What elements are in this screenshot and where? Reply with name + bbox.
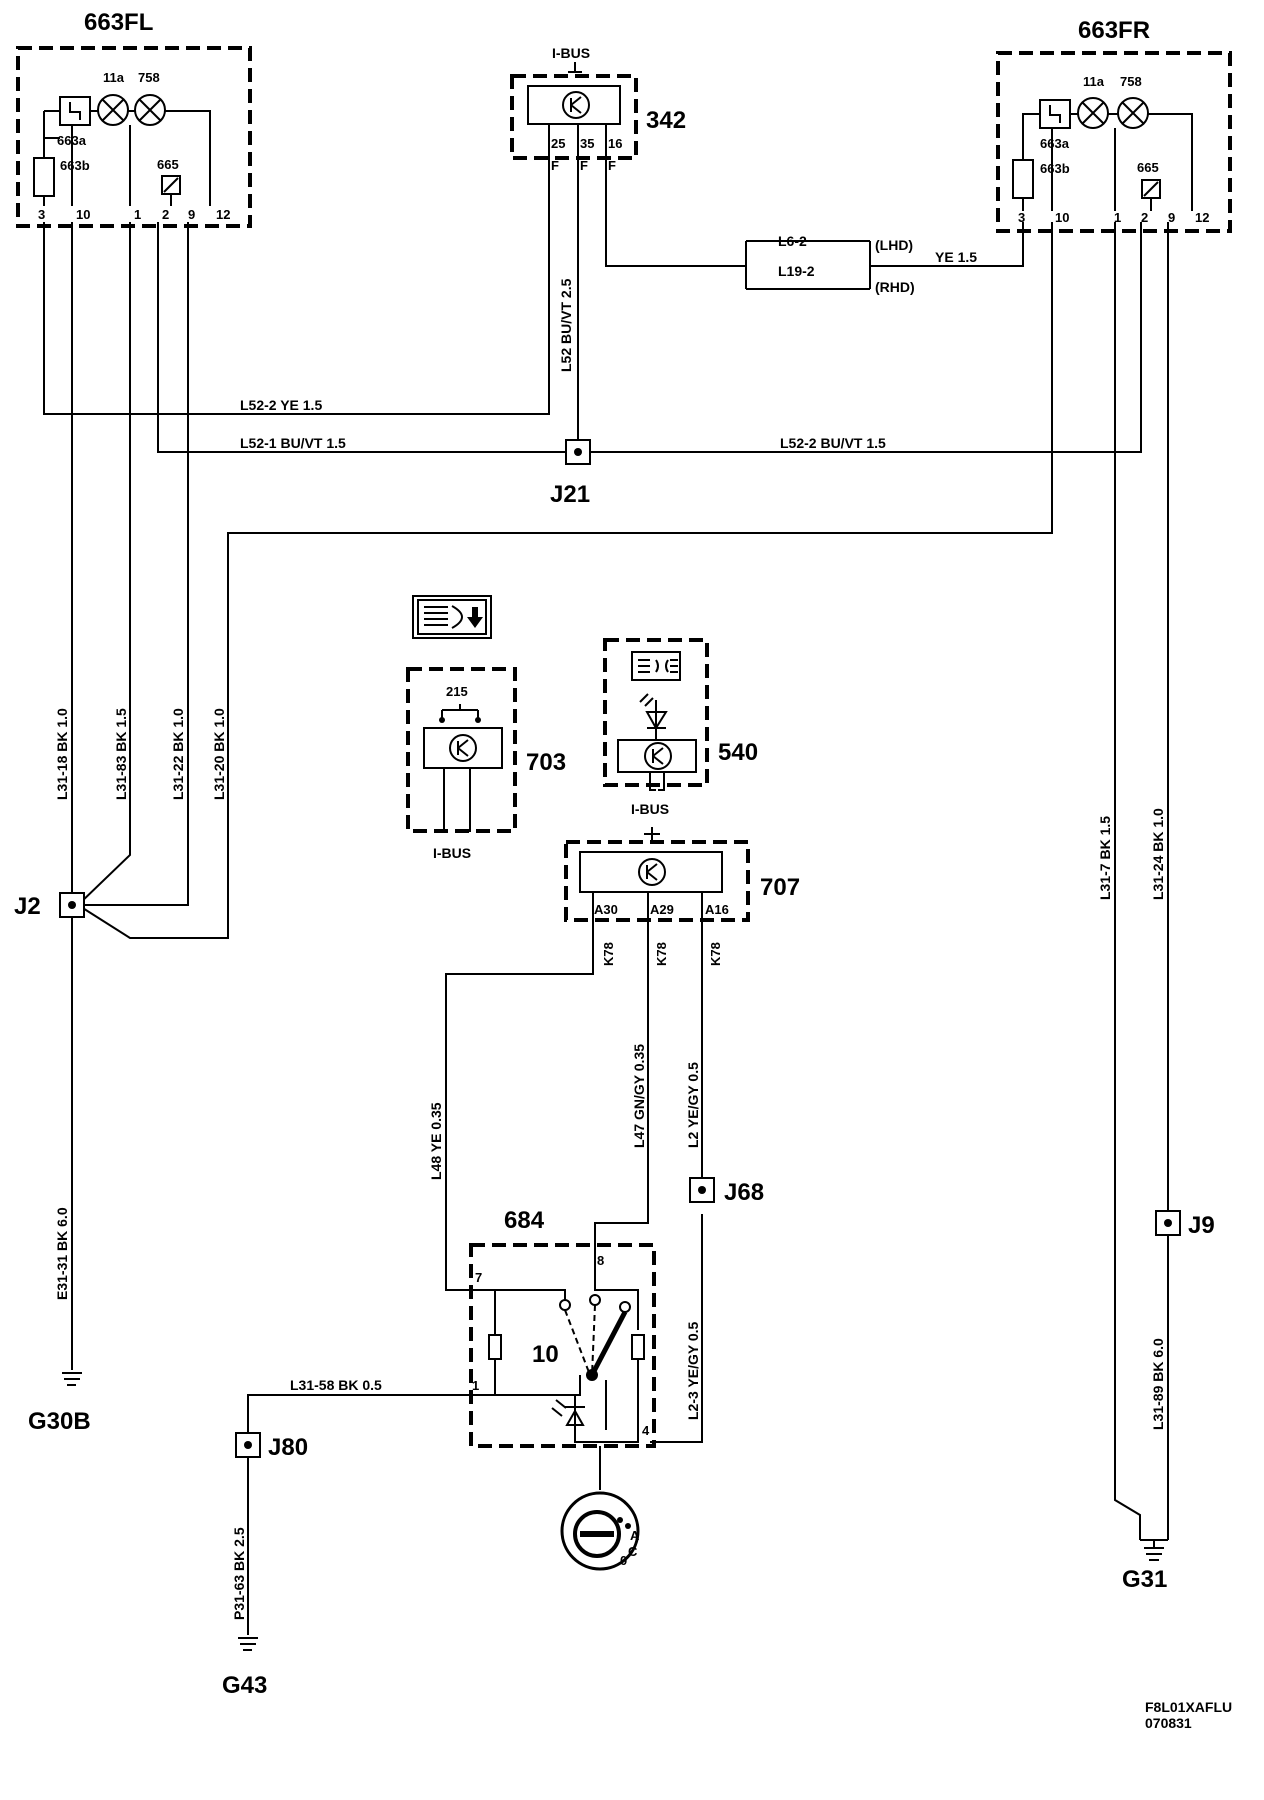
component-707: 707 A30 A29 A16 K78 K78 K78	[564, 827, 800, 968]
k78-a16: K78	[708, 942, 723, 966]
pin-fl-12: 12	[216, 207, 230, 222]
pin-fr-2: 2	[1141, 210, 1148, 225]
f-342-2: F	[580, 158, 588, 173]
upper-wiring: L52-2 YE 1.5 L52-1 BU/VT 1.5 L52-2 BU/VT…	[43, 172, 1169, 1540]
pin-fr-3: 3	[1018, 210, 1025, 225]
footer-date: 070831	[1145, 1715, 1192, 1731]
label-684-pos: 10	[532, 1341, 559, 1368]
pin-fl-1: 1	[134, 207, 141, 222]
wire-l47: L47 GN/GY 0.35	[631, 1044, 647, 1148]
component-684: 684 7 8 1 4 10 A C 0	[469, 1207, 656, 1571]
junction-j9: J9	[1188, 1212, 1215, 1239]
wire-l31-18: L31-18 BK 1.0	[54, 708, 70, 800]
pin-fl-3: 3	[38, 207, 45, 222]
label-342: 342	[646, 107, 686, 134]
f-342-1: F	[551, 158, 559, 173]
right-bundle: L31-7 BK 1.5 L31-24 BK 1.0 J9 L31-89 BK …	[1097, 808, 1215, 1593]
k78-a30: K78	[601, 942, 616, 966]
junction-j21: J21	[550, 481, 590, 508]
pin-684-1: 1	[472, 1378, 479, 1393]
pin-707-a16: A16	[705, 902, 729, 917]
pin-342-25: 25	[551, 136, 565, 151]
wire-e31-31: E31-31 BK 6.0	[54, 1207, 70, 1300]
lower-wiring: L48 YE 0.35 L47 GN/GY 0.35 L2 YE/GY 0.5 …	[428, 968, 764, 1443]
junction-j68: J68	[724, 1179, 764, 1206]
label-758-fl: 758	[138, 70, 160, 85]
ground-g31: G31	[1122, 1566, 1167, 1593]
label-215: 215	[446, 684, 468, 699]
label-665-fl: 665	[157, 157, 179, 172]
left-bundle: L31-18 BK 1.0 L31-83 BK 1.5 L31-22 BK 1.…	[14, 708, 227, 1435]
wire-l31-22: L31-22 BK 1.0	[170, 708, 186, 800]
f-342-3: F	[608, 158, 616, 173]
pin-684-7: 7	[475, 1270, 482, 1285]
wire-l52-2-bu: L52-2 BU/VT 1.5	[780, 435, 886, 451]
label-758-fr: 758	[1120, 74, 1142, 89]
wire-l52: L52 BU/VT 2.5	[558, 278, 574, 372]
k78-a29: K78	[654, 942, 669, 966]
label-11a-fr: 11a	[1083, 74, 1105, 89]
label-663a-fr: 663a	[1040, 136, 1070, 151]
pin-342-35: 35	[580, 136, 594, 151]
wire-l31-24: L31-24 BK 1.0	[1150, 808, 1166, 900]
pin-fl-10: 10	[76, 207, 90, 222]
label-663fr: 663FR	[1078, 17, 1150, 44]
pin-fr-12: 12	[1195, 210, 1209, 225]
label-684: 684	[504, 1207, 545, 1234]
label-663b-fr: 663b	[1040, 161, 1070, 176]
switch-mark-a: A	[630, 1528, 640, 1543]
label-665-fr: 665	[1137, 160, 1159, 175]
label-11a-fl: 11a	[103, 70, 125, 85]
component-342: I-BUS 342 25 35 16 F F F	[510, 45, 686, 173]
pin-707-a30: A30	[594, 902, 618, 917]
wire-l31-58: L31-58 BK 0.5	[290, 1377, 382, 1393]
wire-l2-3: L2-3 YE/GY 0.5	[685, 1321, 701, 1420]
component-540: 540 I-BUS	[603, 638, 758, 817]
headlamp-icon-box	[412, 595, 492, 639]
wire-l6-2: L6-2	[778, 233, 807, 249]
wire-lhd: (LHD)	[875, 237, 913, 253]
pin-fl-9: 9	[188, 207, 195, 222]
wire-l48: L48 YE 0.35	[428, 1102, 444, 1180]
pin-fr-10: 10	[1055, 210, 1069, 225]
pin-342-16: 16	[608, 136, 622, 151]
wire-l19-2: L19-2	[778, 263, 815, 279]
pin-707-a29: A29	[650, 902, 674, 917]
junction-j2: J2	[14, 893, 41, 920]
label-663b-fl: 663b	[60, 158, 90, 173]
wire-rhd: (RHD)	[875, 279, 915, 295]
wire-p31-63: P31-63 BK 2.5	[231, 1527, 247, 1620]
wire-l52-2-ye: L52-2 YE 1.5	[240, 397, 322, 413]
component-663fl: 663FL 11a 758 663a 663b 665 3 10 1 2 9 1…	[16, 9, 252, 228]
wire-l52-1: L52-1 BU/VT 1.5	[240, 435, 346, 451]
pin-684-8: 8	[597, 1253, 604, 1268]
footer-code: F8L01XAFLU	[1145, 1699, 1232, 1715]
component-703: 215 I-BUS 703	[406, 667, 566, 861]
pin-fl-2: 2	[162, 207, 169, 222]
ground-g43: G43	[222, 1672, 267, 1699]
wire-l31-7: L31-7 BK 1.5	[1097, 816, 1113, 900]
switch-mark-0: 0	[620, 1553, 627, 1568]
pin-684-4: 4	[642, 1423, 650, 1438]
pin-fr-1: 1	[1114, 210, 1121, 225]
pin-fr-9: 9	[1168, 210, 1175, 225]
bus-540: I-BUS	[631, 801, 669, 817]
wire-l31-83: L31-83 BK 1.5	[113, 708, 129, 800]
wire-l31-20: L31-20 BK 1.0	[211, 708, 227, 800]
ground-g30b: G30B	[28, 1408, 91, 1435]
component-663fr: 663FR 11a 758 663a 663b 665 3 10 1 2 9 1…	[996, 17, 1232, 233]
wire-l31-89: L31-89 BK 6.0	[1150, 1338, 1166, 1430]
lower-left-ground: L31-58 BK 0.5 J80 P31-63 BK 2.5 G43	[222, 1377, 487, 1699]
junction-j80: J80	[268, 1434, 308, 1461]
switch-mark-c: C	[628, 1544, 638, 1559]
label-703: 703	[526, 749, 566, 776]
wire-ye15: YE 1.5	[935, 249, 977, 265]
label-540: 540	[718, 739, 758, 766]
label-707: 707	[760, 874, 800, 901]
bus-703: I-BUS	[433, 845, 471, 861]
label-663fl: 663FL	[84, 9, 153, 36]
wire-l2: L2 YE/GY 0.5	[685, 1062, 701, 1148]
bus-342: I-BUS	[552, 45, 590, 61]
